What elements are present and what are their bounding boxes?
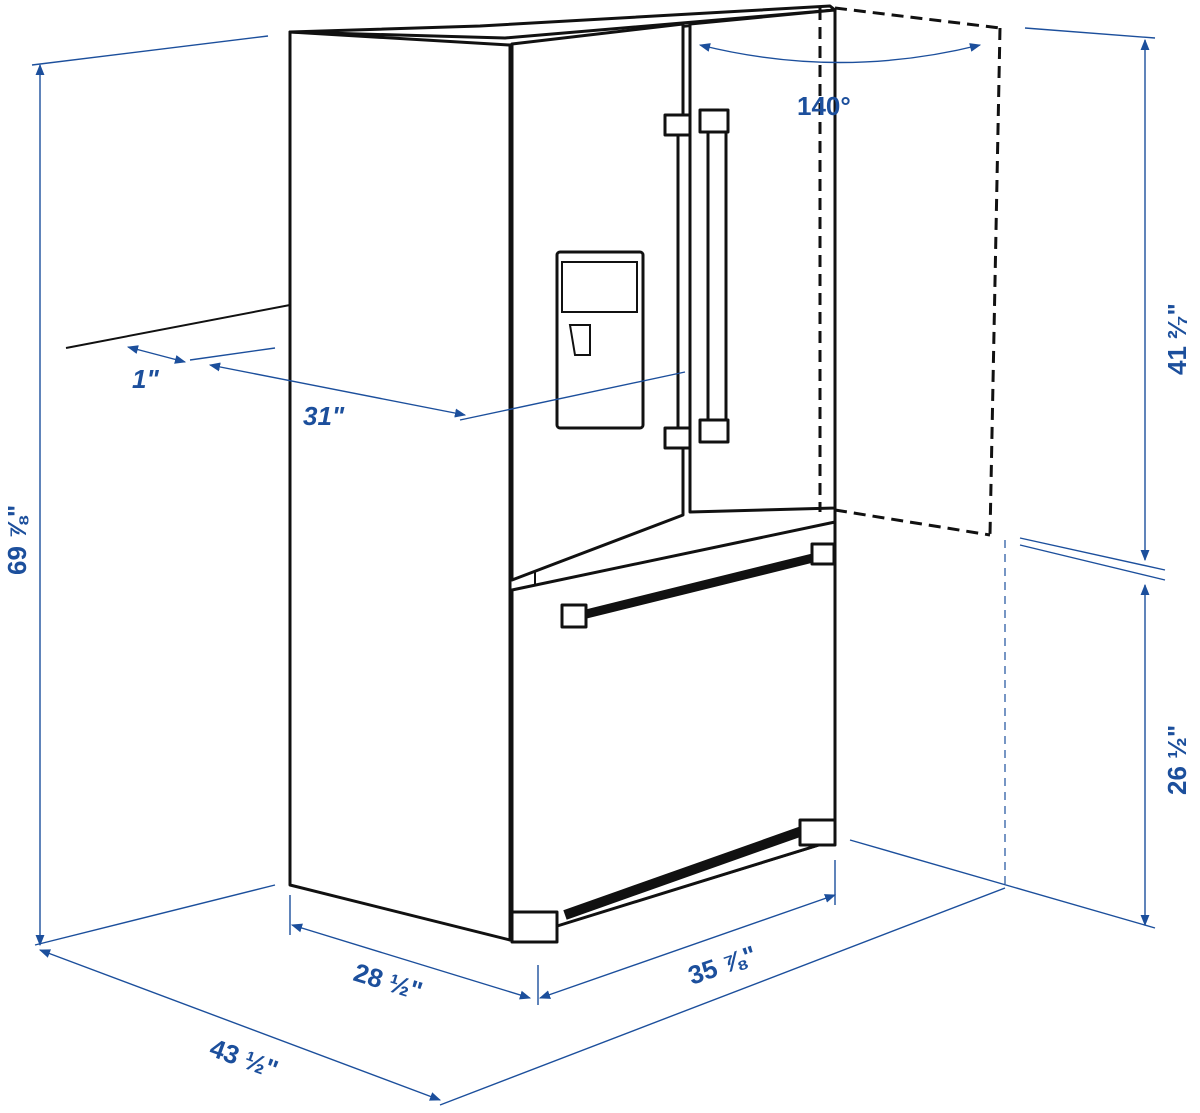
label-upper-door-height: 41 ²⁄₇": [1162, 303, 1192, 375]
label-total-height: 69 ⅞": [2, 505, 32, 575]
open-door-outline: [818, 6, 1006, 890]
label-depth-to-door: 31": [303, 401, 345, 431]
refrigerator: [288, 4, 837, 944]
label-lower-height: 26 ½": [1162, 725, 1192, 795]
right-door-handle: [706, 110, 728, 444]
top-surface: [288, 4, 837, 40]
side-panel: [288, 30, 512, 942]
label-side-depth: 28 ½": [350, 957, 426, 1006]
label-door-angle: 140°: [797, 91, 851, 121]
water-dispenser: [555, 250, 645, 430]
label-depth-door-open: 43 ½": [206, 1032, 282, 1084]
dimension-lines: [31, 27, 1166, 1106]
left-door-handle: [676, 116, 692, 450]
countertop: [65, 304, 291, 349]
drawer-handle: [568, 550, 827, 623]
label-counter-gap: 1": [132, 364, 159, 394]
label-width: 35 ⅞": [684, 939, 760, 990]
